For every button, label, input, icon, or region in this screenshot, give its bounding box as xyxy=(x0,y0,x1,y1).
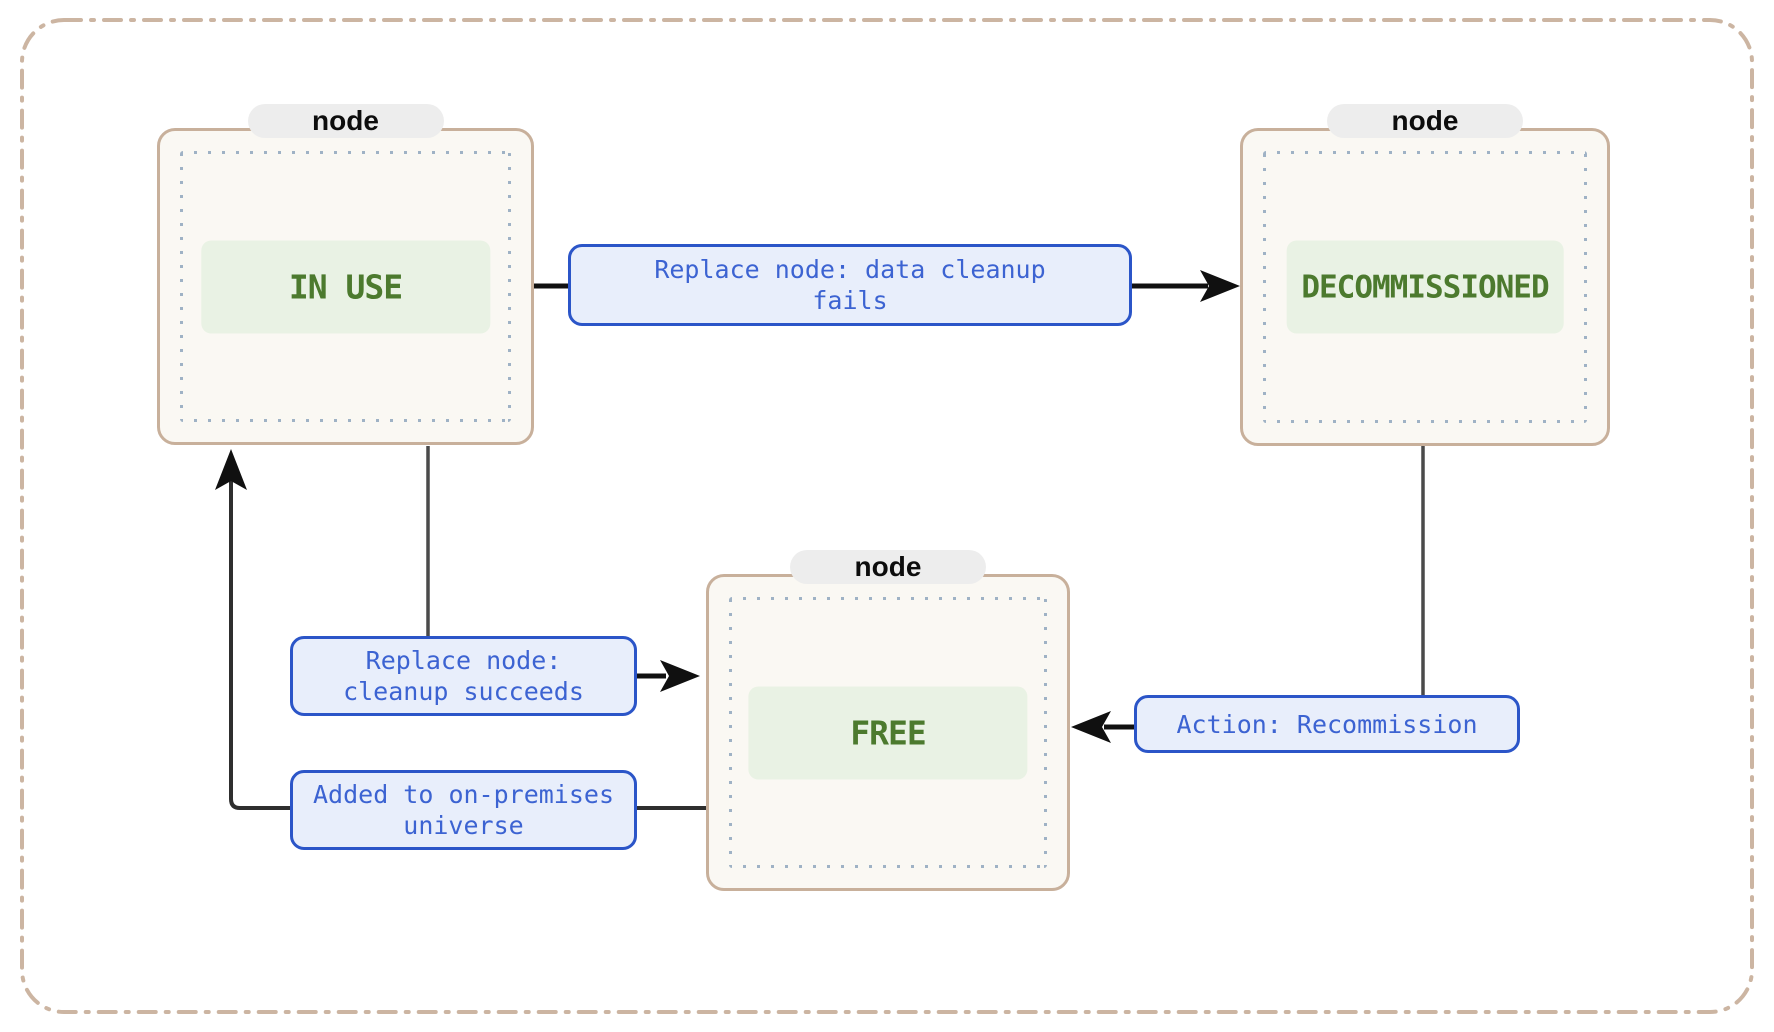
arrowhead-right-icon xyxy=(1200,270,1240,302)
node-pill-label: node xyxy=(854,551,922,582)
state-badge-free: FREE xyxy=(748,686,1028,779)
edge-label-added-to-universe: Added to on-premises universe xyxy=(290,770,637,850)
edge-label-text: Replace node: xyxy=(365,646,562,675)
node-pill-label: node xyxy=(1391,105,1459,136)
edge-label-text: universe xyxy=(403,811,524,840)
edge-label-cleanup-succeeds: Replace node: cleanup succeeds xyxy=(290,636,637,716)
edge-label-text: cleanup succeeds xyxy=(343,677,584,706)
edge-label-data-cleanup-fails: Replace node: data cleanup fails xyxy=(568,244,1132,326)
state-label-decommissioned: DECOMMISSIONED xyxy=(1301,269,1549,305)
edge-label-text: Replace node: data cleanup xyxy=(654,255,1046,284)
node-card-in-use: node IN USE xyxy=(157,104,534,445)
edge-line-free-to-inuse xyxy=(229,470,706,810)
state-label-in-use: IN USE xyxy=(288,267,403,306)
edge-label-text: Added to on-premises xyxy=(312,780,615,809)
node-pill: node xyxy=(247,104,444,138)
node-card-decommissioned: node DECOMMISSIONED xyxy=(1240,104,1610,446)
state-label-free: FREE xyxy=(850,713,926,752)
node-pill-label: node xyxy=(312,105,379,136)
arrowhead-up-icon xyxy=(215,449,247,490)
edge-label-text: Action: Recommission xyxy=(1176,709,1478,739)
edge-label-action-recommission: Action: Recommission xyxy=(1134,695,1520,753)
edge-label-text: fails xyxy=(812,286,888,315)
frame-rect xyxy=(20,18,1754,1014)
node-pill: node xyxy=(1327,104,1523,138)
state-badge-in-use: IN USE xyxy=(200,240,491,333)
node-pill: node xyxy=(790,550,986,584)
node-card-free: node FREE xyxy=(706,550,1070,891)
state-badge-decommissioned: DECOMMISSIONED xyxy=(1286,240,1564,334)
arrowhead-left-icon xyxy=(1071,711,1111,743)
arrowhead-right-icon xyxy=(660,660,700,692)
